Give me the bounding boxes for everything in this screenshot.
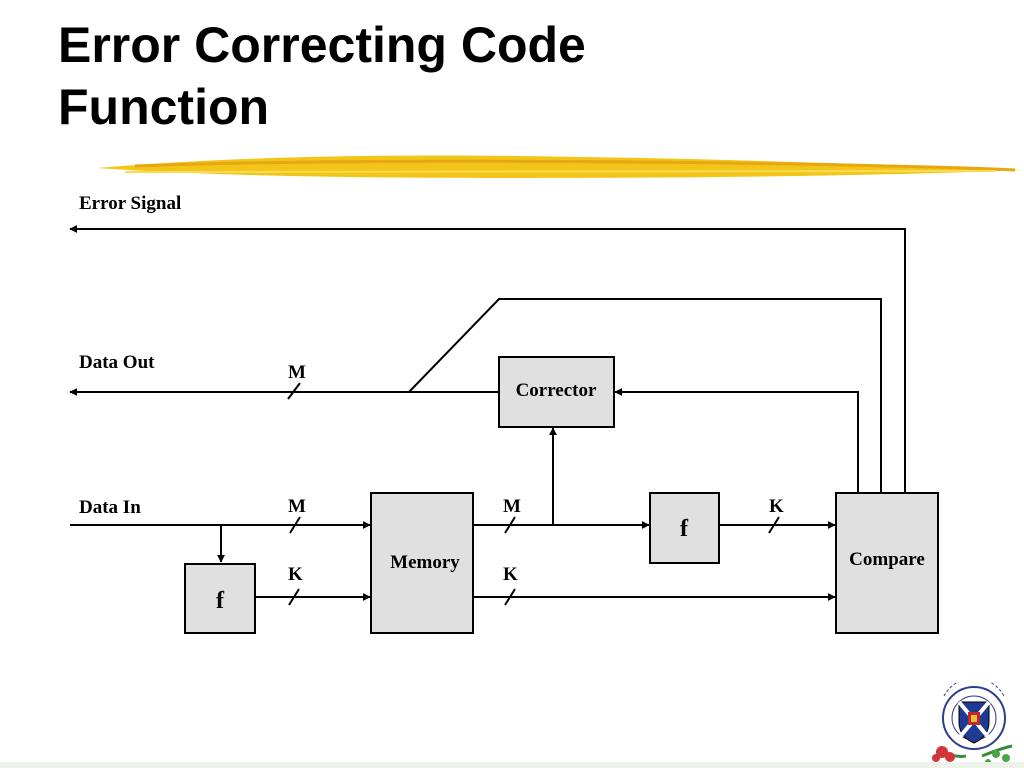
compare-to-data-out-line <box>408 298 882 493</box>
encoder-f-block: f <box>184 563 256 634</box>
compare-to-corrector-line <box>614 388 859 493</box>
data-in-bus-slash <box>289 516 301 534</box>
recompute-f-block: f <box>649 492 720 564</box>
encoder-f-label: f <box>216 588 225 614</box>
footer-rule <box>0 762 1024 768</box>
memory-check-bus-slash <box>504 588 516 606</box>
recompute-f-label: f <box>680 516 689 542</box>
memory-block: Memory <box>370 492 474 634</box>
memory-check-width-label: K <box>503 564 518 585</box>
error-signal-line <box>69 225 906 493</box>
title-underline-brushstroke <box>97 155 1022 178</box>
recompute-width-label: K <box>769 496 784 517</box>
recompute-bus-slash <box>768 516 780 534</box>
memory-data-bus-slash <box>504 516 516 534</box>
memory-label: Memory <box>390 552 460 573</box>
corrector-block: Corrector <box>498 356 615 428</box>
corrector-label: Corrector <box>516 380 597 401</box>
data-in-label: Data In <box>79 497 141 518</box>
memory-data-width-label: M <box>503 496 521 517</box>
error-signal-label: Error Signal <box>79 193 181 214</box>
compare-block: Compare <box>835 492 939 634</box>
data-out-bus-slash <box>287 382 301 400</box>
encoder-bus-slash <box>288 588 300 606</box>
data-out-width-label: M <box>288 362 306 383</box>
slide-title: Error Correcting Code Function <box>58 14 586 138</box>
compare-label: Compare <box>849 549 925 570</box>
slide-title-line-1: Error Correcting Code <box>58 17 586 73</box>
data-out-label: Data Out <box>79 352 155 373</box>
university-crest-logo <box>932 682 1013 765</box>
encoder-width-label: K <box>288 564 303 585</box>
data-in-width-label: M <box>288 496 306 517</box>
slide-title-line-2: Function <box>58 79 270 135</box>
